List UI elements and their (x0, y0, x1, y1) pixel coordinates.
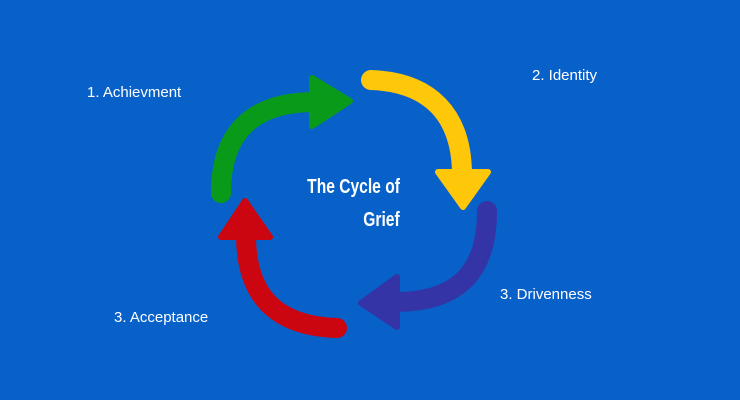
stage-label-achievment: 1. Achievment (87, 84, 182, 101)
yellow-arrow-icon (361, 70, 491, 210)
stage-label-acceptance: 3. Acceptance (114, 309, 209, 326)
red-arrow-icon (218, 198, 347, 338)
diagram-title-line-2: Grief (363, 209, 400, 231)
purple-arrow-icon (358, 201, 497, 330)
stage-label-drivenness: 3. Drivenness (500, 286, 592, 303)
green-arrow-icon (211, 75, 353, 203)
stage-label-identity: 2. Identity (532, 67, 598, 84)
diagram-title-line-1: The Cycle of (307, 176, 400, 198)
